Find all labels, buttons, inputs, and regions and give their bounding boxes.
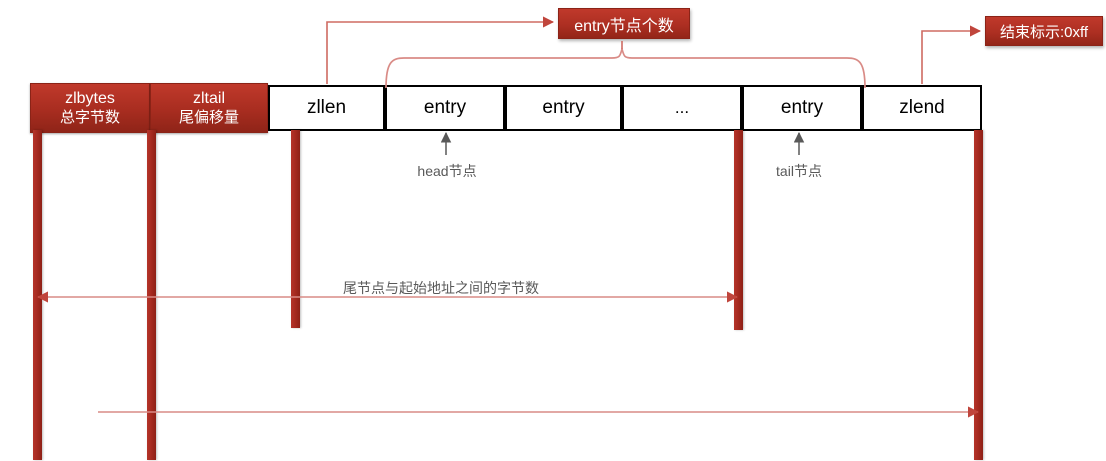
- connector-zlend-to-end-marker: [921, 25, 982, 84]
- note-tail-offset-label: 尾节点与起始地址之间的字节数: [343, 280, 539, 296]
- note-tail-node: tail节点: [776, 161, 822, 181]
- table-cell-entry-2: entry: [505, 85, 622, 131]
- table-cell-zlend: zlend: [862, 85, 982, 131]
- guide-bar-zlbytes-start: [33, 130, 42, 460]
- table-cell-entry-1: entry: [385, 85, 505, 131]
- guide-bar-zlend-end: [974, 130, 983, 460]
- table-cell-zllen-label: zllen: [306, 96, 347, 118]
- callout-end-marker-label: 结束标示:0xff: [999, 23, 1089, 41]
- table-cell-entry-n-label: entry: [780, 96, 824, 118]
- table-cell-zltail-line1: zltail: [192, 89, 225, 107]
- callout-entry-count: entry节点个数: [558, 8, 690, 39]
- note-tail-offset: 尾节点与起始地址之间的字节数: [343, 278, 539, 298]
- table-cell-zlbytes-line1: zlbytes: [65, 89, 115, 107]
- callout-entry-count-label: entry节点个数: [574, 17, 674, 35]
- table-cell-zlend-label: zlend: [899, 96, 945, 118]
- table-cell-entry-n: entry: [742, 85, 862, 131]
- table-cell-zltail: zltail 尾偏移量: [150, 83, 268, 133]
- table-cell-zltail-line2: 尾偏移量: [178, 108, 239, 126]
- table-cell-entry-2-label: entry: [542, 96, 585, 118]
- guide-bar-zltail-start: [147, 130, 156, 460]
- note-head-node-label: head节点: [417, 163, 477, 179]
- callout-end-marker: 结束标示:0xff: [985, 16, 1103, 46]
- note-tail-node-label: tail节点: [776, 163, 822, 179]
- connector-zllen-to-entry-count: [326, 16, 555, 84]
- table-cell-zlbytes: zlbytes 总字节数: [30, 83, 150, 133]
- table-cell-ellipsis-label: ...: [674, 97, 690, 117]
- note-head-node: head节点: [417, 161, 476, 181]
- guide-bar-tail-node: [734, 130, 743, 330]
- table-cell-ellipsis: ...: [622, 85, 742, 131]
- table-cell-zlbytes-line2: 总字节数: [59, 108, 120, 126]
- table-cell-zllen: zllen: [268, 85, 385, 131]
- brace-entry-range: [385, 45, 866, 89]
- table-cell-entry-1-label: entry: [423, 96, 467, 118]
- guide-bar-zllen-start: [291, 130, 300, 328]
